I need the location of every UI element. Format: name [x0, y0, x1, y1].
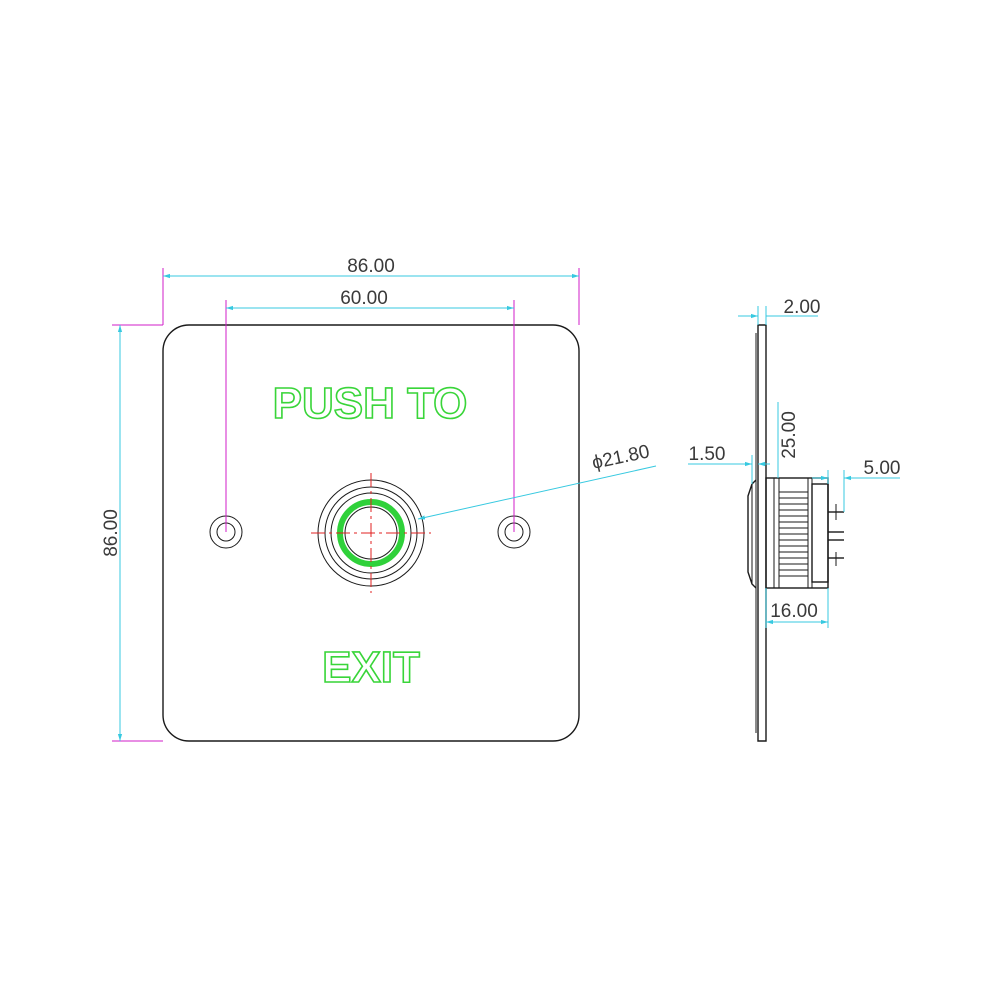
terminal-dimension: 5.00	[864, 458, 901, 479]
bezel-dimension: 1.50	[689, 444, 726, 465]
height-dimension: 86.00	[101, 509, 122, 557]
thread-diameter-dimension: 25.00	[779, 411, 800, 459]
exit-label: EXIT	[322, 643, 420, 692]
faceplate-outline	[162, 324, 580, 742]
diameter-leader	[417, 465, 657, 520]
body-length-dimension: 16.00	[770, 601, 818, 622]
front-view: PUSH TO EXIT 86.00	[101, 256, 657, 742]
hole-spacing-dimension: 60.00	[340, 288, 388, 309]
width-dimension: 86.00	[347, 256, 395, 277]
push-to-label: PUSH TO	[273, 379, 468, 428]
rear-nut	[811, 483, 829, 583]
side-view: 2.00 1.50 25.00 5.00 16.00	[688, 297, 901, 742]
plate-thickness-dimension: 2.00	[784, 297, 821, 318]
threaded-body	[765, 477, 829, 589]
terminals	[828, 504, 844, 566]
thread-lines	[773, 478, 813, 588]
push-button	[311, 473, 431, 593]
plate-edge	[757, 324, 767, 742]
bezel	[747, 479, 757, 589]
